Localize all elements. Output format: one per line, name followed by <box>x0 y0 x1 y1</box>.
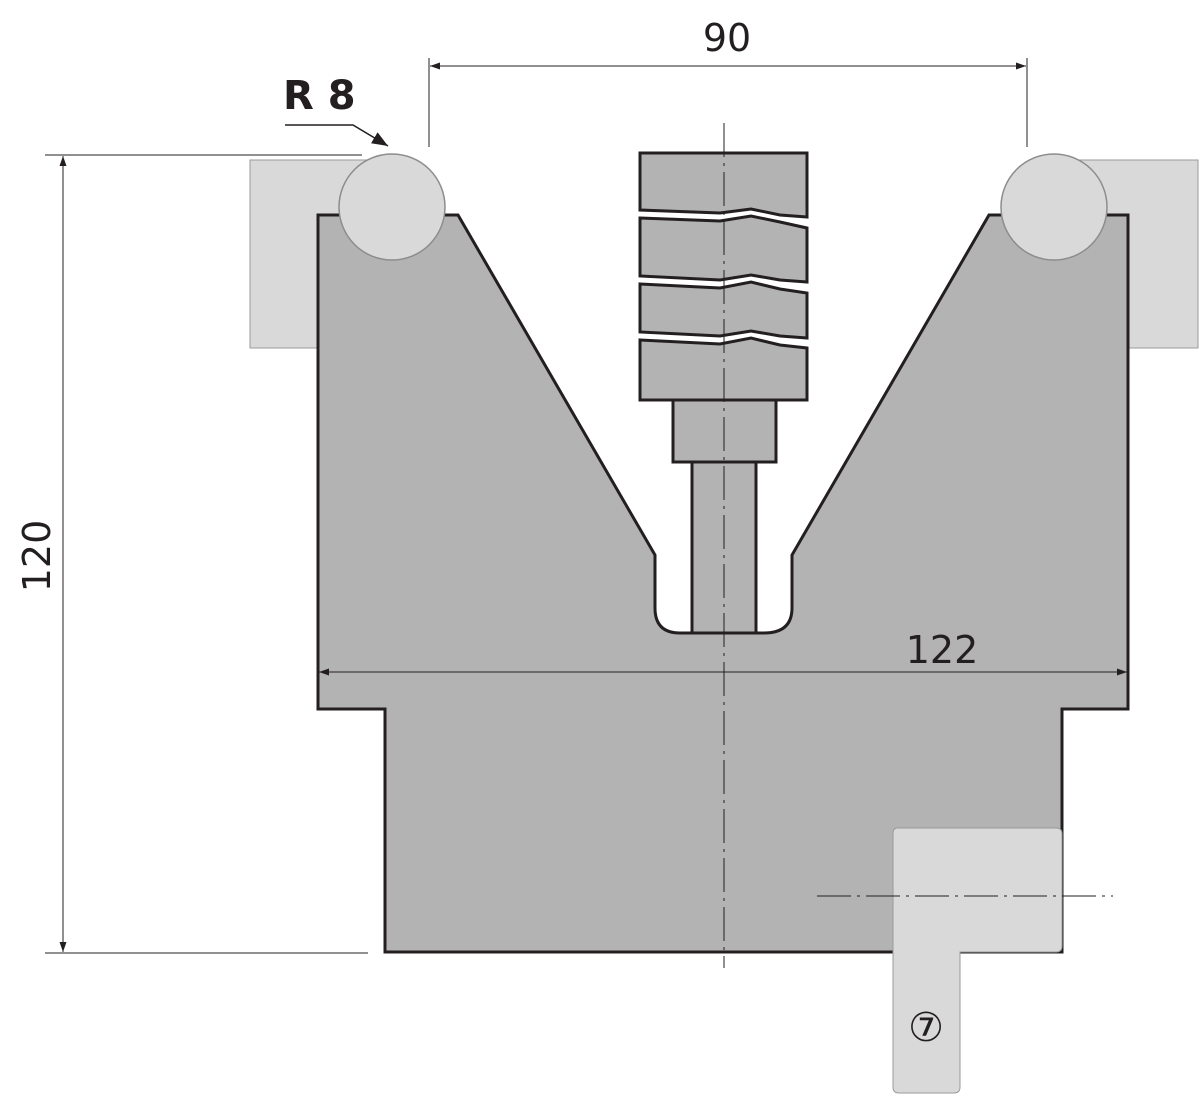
holder-number-label: ⑦ <box>908 1005 944 1051</box>
die-body <box>316 213 1130 954</box>
dim-122-label: 122 <box>906 628 979 672</box>
left-roller <box>338 153 446 261</box>
holder-piece <box>892 827 1063 1094</box>
dim-120-label: 120 <box>15 520 59 593</box>
radius-label: R 8 <box>283 73 356 119</box>
dim-90-label: 90 <box>703 16 751 60</box>
radius-leader <box>285 124 389 147</box>
right-roller <box>1000 153 1108 261</box>
